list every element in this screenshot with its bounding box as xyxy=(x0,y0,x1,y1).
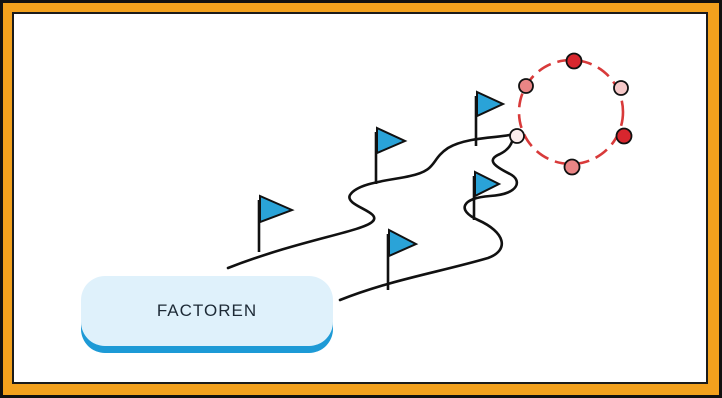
ring-dot-right xyxy=(615,127,633,145)
frame-edge-bottom xyxy=(0,395,722,398)
flag-5 xyxy=(386,228,419,290)
factoren-box: FACTOREN xyxy=(81,276,333,353)
path-lower xyxy=(338,136,519,302)
flag-3 xyxy=(474,90,506,146)
ring-dot-top-left xyxy=(518,78,534,94)
factoren-label: FACTOREN xyxy=(157,301,257,320)
frame-edge-top xyxy=(0,0,722,3)
frame-edge-right xyxy=(719,0,722,398)
frame-edge-left xyxy=(0,0,3,398)
target-ring xyxy=(509,52,633,176)
flag-2 xyxy=(374,126,408,184)
ring-dot-left xyxy=(509,128,525,144)
ring-dot-top-right xyxy=(613,80,629,96)
ring-dot-top xyxy=(565,52,583,70)
ring-dot-bottom xyxy=(563,158,581,176)
flag-4 xyxy=(472,170,502,220)
path-upper xyxy=(226,132,515,270)
flag-1 xyxy=(257,194,295,252)
